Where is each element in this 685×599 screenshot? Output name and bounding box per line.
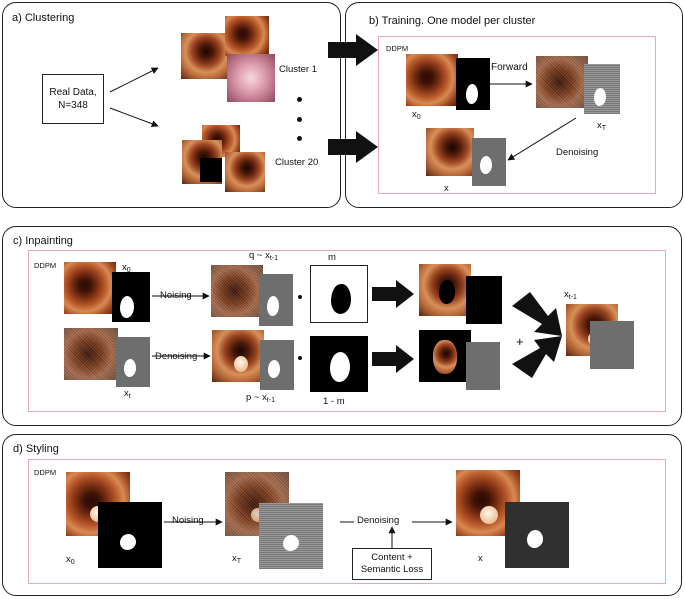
panel-c-title: c) Inpainting <box>13 235 73 247</box>
cluster-1-label: Cluster 1 <box>279 64 318 75</box>
cluster-20-image-c <box>200 158 222 182</box>
b-x0-label: x0 <box>412 109 421 121</box>
c-p-image <box>212 330 264 382</box>
ellipsis-dot-1 <box>297 97 302 102</box>
c-block-arrow-bottom <box>372 345 414 373</box>
c-q-mask <box>259 274 293 326</box>
arrow-to-cluster-1 <box>109 67 159 93</box>
d-noising-label: Noising <box>172 515 204 526</box>
cluster-20-label: Cluster 20 <box>275 157 319 168</box>
panel-b-ddpm-label: DDPM <box>386 44 409 53</box>
c-multiply-dot-top <box>298 295 302 299</box>
c-bottom-result-image <box>419 330 471 382</box>
c-m-mask <box>310 265 368 323</box>
c-top-result-image <box>419 264 471 316</box>
d-denoising-label: Denoising <box>357 515 400 526</box>
c-xt1-mask <box>590 321 634 369</box>
arrow-to-cluster-20 <box>109 107 159 128</box>
d-loss-line-1: Content + <box>371 552 413 563</box>
d-xT-label: xT <box>232 553 242 565</box>
real-data-line-1: Real Data, <box>49 87 97 98</box>
real-data-box: Real Data, N=348 <box>42 74 104 124</box>
b-xT-label: xT <box>597 120 607 132</box>
c-q-image <box>211 265 263 317</box>
b-denoising-arrow <box>507 117 577 161</box>
c-block-arrow-merge-top <box>512 292 562 336</box>
c-p-label: p ~ xt-1 <box>246 392 276 404</box>
c-multiply-dot-bottom <box>298 356 302 360</box>
c-bottom-result-mask <box>466 342 500 390</box>
panel-b-title: b) Training. One model per cluster <box>369 15 536 27</box>
d-x-label: x <box>478 553 483 564</box>
panel-d-ddpm-box <box>28 459 666 584</box>
panel-c-ddpm-label: DDPM <box>34 261 57 270</box>
panel-a-title: a) Clustering <box>12 12 75 24</box>
real-data-line-2: N=348 <box>58 100 88 111</box>
d-xT-mask <box>259 503 323 569</box>
d-loss-box: Content + Semantic Loss <box>352 548 432 580</box>
block-arrow-cluster-20 <box>328 131 378 163</box>
cluster-1-image-c <box>227 54 275 102</box>
b-x-label: x <box>444 183 449 194</box>
c-top-result-mask <box>466 276 502 324</box>
c-x0-mask <box>112 272 150 322</box>
c-xt-label: xt <box>124 388 131 400</box>
b-x-image <box>426 128 474 176</box>
cluster-1-image-a <box>181 33 227 79</box>
c-q-label: q ~ xt-1 <box>249 250 279 262</box>
c-xt-mask <box>116 337 150 387</box>
b-xT-mask <box>584 64 620 114</box>
c-plus-sign: + <box>516 334 524 349</box>
c-one-minus-m-label: 1 - m <box>323 396 345 407</box>
c-x0-label: x0 <box>122 262 131 274</box>
ellipsis-dot-2 <box>297 117 302 122</box>
b-xT-image <box>536 56 588 108</box>
b-forward-label: Forward <box>491 62 528 73</box>
c-block-arrow-top <box>372 280 414 308</box>
panel-b-ddpm-box <box>378 36 656 194</box>
b-denoising-label: Denoising <box>556 147 599 158</box>
c-block-arrow-merge-bottom <box>512 336 562 378</box>
c-xt1-label: xt-1 <box>564 289 577 301</box>
c-m-label: m <box>328 252 336 263</box>
c-p-mask <box>260 340 294 390</box>
b-x0-mask <box>456 58 490 110</box>
c-one-minus-m-mask <box>310 336 368 392</box>
c-x0-image <box>64 262 116 314</box>
cluster-20-image-d <box>225 152 265 192</box>
cluster-1-image-b <box>225 16 269 56</box>
d-x-mask <box>505 502 569 568</box>
block-arrow-cluster-1 <box>328 34 378 66</box>
b-x0-image <box>406 54 458 106</box>
panel-d-ddpm-label: DDPM <box>34 468 57 477</box>
panel-d-title: d) Styling <box>13 443 59 455</box>
d-loss-line-2: Semantic Loss <box>360 564 424 575</box>
panel-c-ddpm-box <box>28 250 666 412</box>
ellipsis-dot-3 <box>297 136 302 141</box>
b-x-mask <box>472 138 506 186</box>
d-x0-mask <box>98 502 162 568</box>
c-xt-image <box>64 328 118 380</box>
d-x0-label: x0 <box>66 554 75 566</box>
